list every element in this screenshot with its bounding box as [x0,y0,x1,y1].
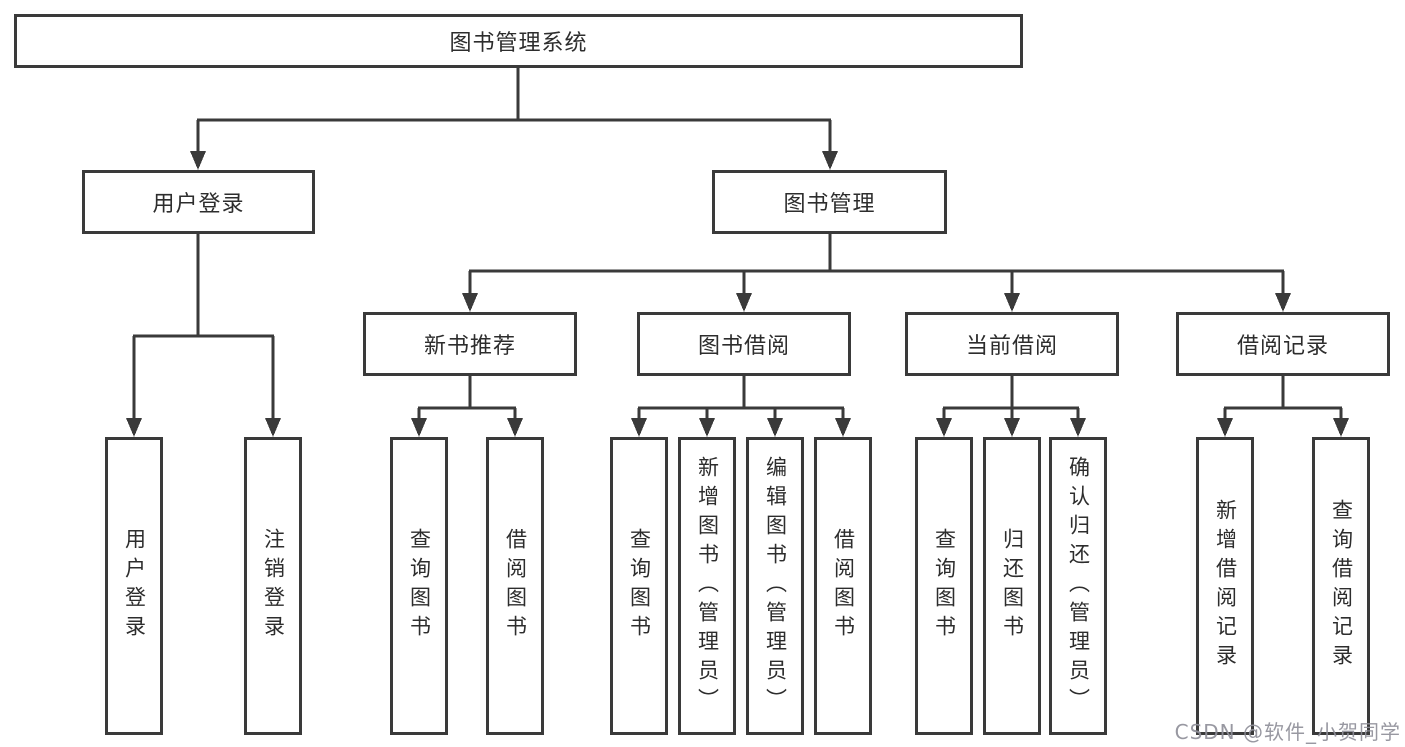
edge-book-borrow-children [631,374,851,437]
leaf-logout: 注销登录 [244,437,302,735]
leaf-query-books-recommend: 查询图书 [390,437,448,735]
edge-book-mgmt-children [462,232,1291,312]
leaf-confirm-return-admin: 确认归还（管理员） [1049,437,1107,735]
watermark-text: CSDN @软件_小贺同学 [1174,720,1401,744]
leaf-add-borrow-record: 新增借阅记录 [1196,437,1254,735]
leaf-borrow-books-recommend: 借阅图书 [486,437,544,735]
node-user-login: 用户登录 [82,170,315,234]
leaf-edit-books-admin: 编辑图书（管理员） [746,437,804,735]
leaf-query-books-current: 查询图书 [915,437,973,735]
edge-current-borrow-children [936,374,1086,437]
node-current-borrow: 当前借阅 [905,312,1119,376]
edge-new-book-children [411,374,523,437]
node-borrow-records: 借阅记录 [1176,312,1390,376]
leaf-query-borrow-record: 查询借阅记录 [1312,437,1370,735]
leaf-query-books-borrow: 查询图书 [610,437,668,735]
leaf-borrow-books: 借阅图书 [814,437,872,735]
edge-user-login-children [126,232,281,437]
node-book-borrow: 图书借阅 [637,312,851,376]
edge-root-to-level2 [190,66,838,170]
leaf-user-login: 用户登录 [105,437,163,735]
node-library-system: 图书管理系统 [14,14,1023,68]
leaf-add-books-admin: 新增图书（管理员） [678,437,736,735]
node-book-management: 图书管理 [712,170,947,234]
edge-borrow-records-children [1217,374,1349,437]
node-new-book-recommend: 新书推荐 [363,312,577,376]
leaf-return-books: 归还图书 [983,437,1041,735]
